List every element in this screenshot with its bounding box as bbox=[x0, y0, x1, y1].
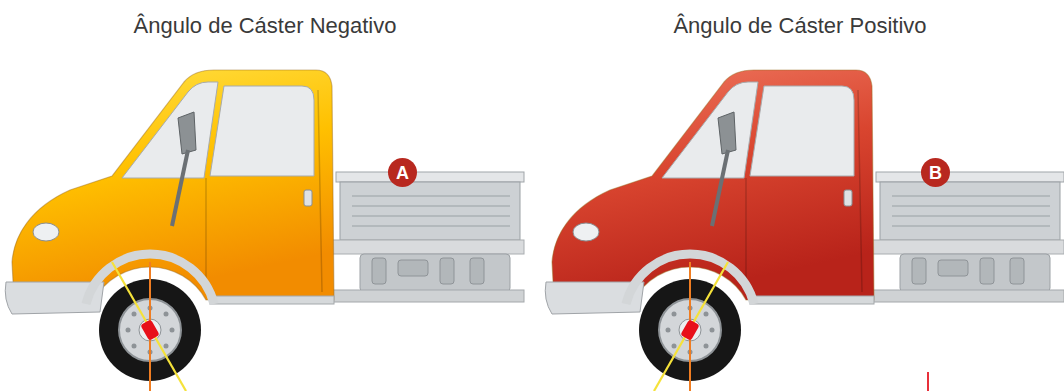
truck-positive bbox=[545, 70, 1064, 381]
pivot-mark bbox=[140, 319, 159, 341]
caster-lines-positive bbox=[654, 262, 728, 391]
steering-axis bbox=[654, 262, 728, 391]
pivot-mark bbox=[680, 319, 699, 341]
callout-circle-fill bbox=[921, 158, 950, 187]
callout-circle: A bbox=[388, 158, 417, 187]
callout-circle-fill bbox=[388, 158, 417, 187]
callout-letter: A bbox=[388, 158, 417, 187]
angle-heading: Ângulo de Cáster Positivo bbox=[635, 12, 965, 40]
caster-lines-negative bbox=[112, 262, 186, 391]
steering-axis bbox=[112, 262, 186, 391]
callout-circle: B bbox=[921, 158, 950, 187]
angle-heading: Ângulo de Cáster Negativo bbox=[100, 12, 430, 40]
callout-letter: B bbox=[921, 158, 950, 187]
red-mark bbox=[927, 372, 929, 391]
truck-negative bbox=[5, 70, 524, 381]
